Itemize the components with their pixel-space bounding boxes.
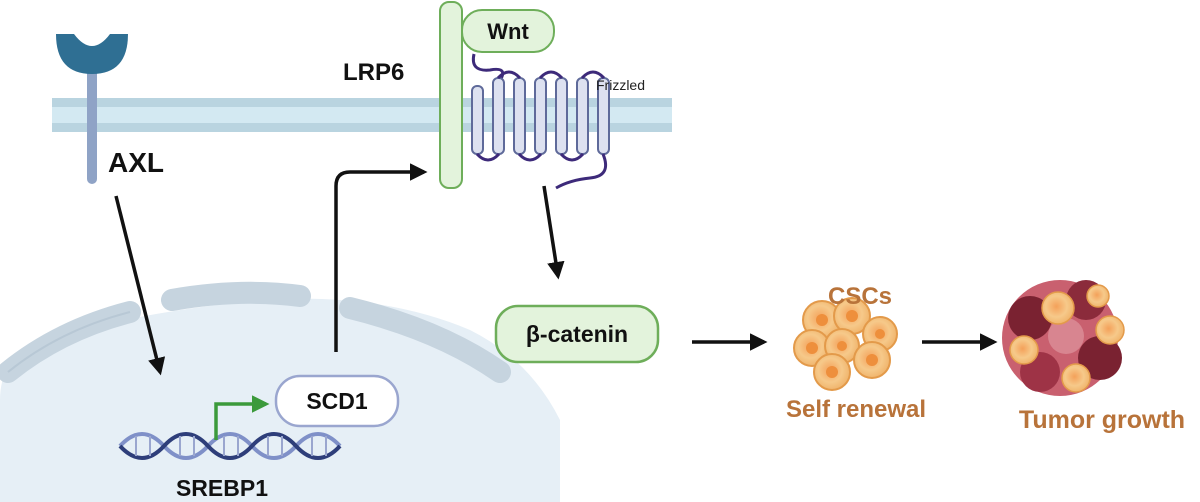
beta-catenin-box [494, 304, 660, 364]
scd1-label: SCD1 [306, 388, 368, 414]
dna-strand-light [118, 432, 342, 460]
frizzled-loops [475, 70, 606, 162]
srebp1-label: SREBP1 [176, 475, 268, 501]
nuclear-envelope-right [339, 297, 511, 383]
axl-label: AXL [108, 147, 164, 178]
arrow-axl-to-srebp1 [114, 195, 166, 376]
plasma-membrane [52, 98, 672, 132]
frizzled-label: Frizzled [596, 77, 645, 93]
scd1-box [274, 374, 400, 428]
lrp6-receptor [439, 1, 463, 189]
arrow-scd1-to-lrp6 [334, 163, 428, 352]
scd1-node: SCD1 [274, 374, 400, 428]
tumor-growth-label: Tumor growth [1019, 406, 1185, 434]
self-renewal-label: Self renewal [786, 396, 926, 423]
axl-receptor [56, 34, 128, 184]
frizzled-helices [471, 77, 610, 155]
beta-catenin-node: β-catenin [494, 304, 660, 364]
axl-stalk [87, 66, 97, 184]
cscs-cell-cluster [793, 297, 898, 391]
axl-cup [56, 34, 128, 74]
beta-catenin-label: β-catenin [526, 321, 628, 347]
nuclear-envelope-middle [161, 281, 311, 311]
lrp6-label: LRP6 [343, 59, 404, 86]
frizzled-receptor [471, 53, 610, 190]
wnt-box [461, 9, 555, 53]
frizzled-c-terminus [555, 153, 608, 190]
tumor-mass [1002, 280, 1125, 396]
wnt-ligand: Wnt [461, 9, 555, 53]
wnt-label: Wnt [487, 19, 529, 44]
transcription-arrow [214, 395, 270, 440]
dna-helix [118, 432, 342, 460]
frizzled-n-terminus [471, 53, 505, 87]
cscs-label: CSCs [828, 283, 892, 310]
arrow-frizzled-to-beta-catenin [542, 185, 565, 280]
dna-strand-dark [118, 432, 342, 460]
lrp6-bar [439, 1, 463, 189]
